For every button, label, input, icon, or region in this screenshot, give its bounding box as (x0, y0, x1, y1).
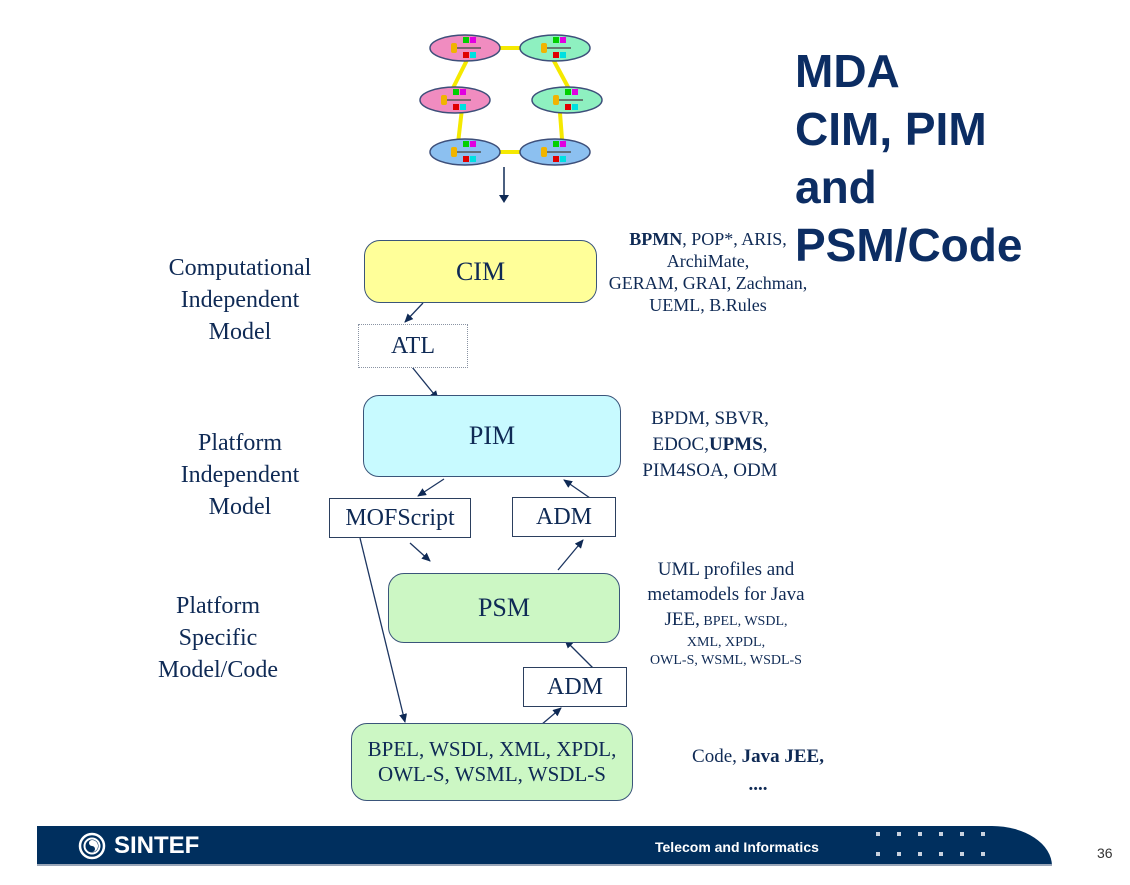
arrow-atl-to-pim (411, 366, 439, 400)
title-line: MDA (795, 45, 900, 97)
enterprise-node-icon (429, 34, 501, 62)
arrow-pim-to-mofscript (417, 478, 445, 497)
logo-text: SINTEF (114, 832, 200, 859)
note-text: metamodels for Java (647, 584, 805, 605)
footer-dot-pattern (876, 830, 996, 860)
code-box: BPEL, WSDL, XML, XPDL, OWL-S, WSML, WSDL… (351, 723, 633, 801)
footer-dot (960, 852, 964, 856)
adm-label: ADM (546, 673, 603, 700)
note-text: PIM4SOA, ODM (642, 460, 778, 481)
note-text: XML, XPDL, (686, 635, 766, 650)
enterprise-node-icon (531, 86, 603, 114)
footer-dot (939, 832, 943, 836)
note-text: BPDM, SBVR, (651, 408, 769, 429)
atl-transform-box: ATL (358, 324, 468, 368)
slide-title: MDA CIM, PIM and PSM/Code (795, 42, 1022, 274)
enterprise-node-icon (519, 138, 591, 166)
arrow-cim-to-atl (404, 302, 424, 323)
footer-dot (876, 852, 880, 856)
label-line: Model/Code (158, 657, 278, 683)
psm-standards-note: UML profiles and metamodels for Java JEE… (620, 557, 832, 670)
enterprise-node-icon (419, 86, 491, 114)
title-line: and (795, 161, 877, 213)
pim-box-label: PIM (468, 421, 516, 450)
footer-dot (918, 852, 922, 856)
label-line: Platform (198, 430, 282, 456)
note-text: UML profiles and (657, 559, 795, 580)
sintef-logo-icon (78, 832, 106, 860)
level-label-psm: Platform Specific Model/Code (128, 590, 308, 686)
adm-pim-transform-box: ADM (512, 497, 616, 537)
atl-label: ATL (391, 332, 435, 359)
footer-dot (876, 832, 880, 836)
footer-bar (37, 826, 1052, 866)
note-text: OWL-S, WSML, WSDL-S (650, 653, 802, 668)
note-text: , (762, 434, 768, 455)
note-text: BPEL, WSDL, (699, 614, 788, 629)
cim-standards-note: BPMN, POP*, ARIS, ArchiMate, GERAM, GRAI… (598, 228, 818, 316)
cim-box: CIM (364, 240, 597, 303)
arrow-psm-to-adm (557, 539, 584, 571)
level-label-pim: Platform Independent Model (150, 427, 330, 523)
note-text: .... (748, 774, 768, 795)
note-bold: UPMS (708, 434, 763, 455)
footer-dot (918, 832, 922, 836)
footer-dot (897, 832, 901, 836)
sintef-logo: SINTEF (78, 832, 199, 860)
footer-dot (981, 852, 985, 856)
adm-label: ADM (535, 503, 592, 530)
arrow-mofscript-to-psm (409, 542, 431, 562)
footer-dot (981, 832, 985, 836)
psm-box: PSM (388, 573, 620, 643)
note-text: Code, (692, 746, 742, 767)
label-line: Independent (180, 287, 300, 313)
arrow-mofscript-to-code (359, 537, 407, 723)
pim-box: PIM (363, 395, 621, 477)
title-line: PSM/Code (795, 219, 1023, 271)
enterprise-node-icon (429, 138, 501, 166)
enterprise-node-icon (519, 34, 591, 62)
page-number: 36 (1097, 845, 1113, 861)
footer-dot (897, 852, 901, 856)
department-name: Telecom and Informatics (655, 839, 819, 855)
note-text: JEE, (664, 609, 700, 630)
note-text: GERAM, GRAI, Zachman, (608, 273, 808, 293)
code-note: Code, Java JEE, .... (668, 743, 848, 799)
enterprise-network-illustration (419, 34, 603, 203)
code-box-line: BPEL, WSDL, XML, XPDL, (367, 737, 617, 761)
mofscript-transform-box: MOFScript (329, 498, 471, 538)
footer-dot (960, 832, 964, 836)
cim-box-label: CIM (455, 256, 506, 286)
psm-box-label: PSM (477, 593, 531, 622)
note-text: ArchiMate, (666, 251, 750, 271)
note-text: , POP*, ARIS, (682, 229, 787, 249)
mofscript-label: MOFScript (345, 504, 455, 531)
note-text: UEML, B.Rules (649, 295, 767, 315)
label-line: Specific (178, 625, 258, 651)
label-line: Platform (176, 593, 260, 619)
label-line: Computational (168, 255, 312, 281)
note-text: EDOC, (652, 434, 709, 455)
arrow-code-to-adm (540, 707, 562, 726)
label-line: Independent (180, 462, 300, 488)
adm-psm-transform-box: ADM (523, 667, 627, 707)
label-line: Model (208, 319, 272, 345)
code-box-line: OWL-S, WSML, WSDL-S (378, 762, 606, 786)
note-bold: Java JEE, (741, 746, 824, 767)
arrow-adm-to-psm (564, 639, 595, 670)
down-arrow-head-icon (499, 195, 509, 203)
footer-dot (939, 852, 943, 856)
level-label-cim: Computational Independent Model (150, 252, 330, 348)
pim-standards-note: BPDM, SBVR, EDOC,UPMS, PIM4SOA, ODM (620, 406, 800, 484)
title-line: CIM, PIM (795, 103, 987, 155)
label-line: Model (208, 494, 272, 520)
arrow-adm-to-pim (563, 479, 591, 499)
note-bold: BPMN (629, 229, 683, 249)
